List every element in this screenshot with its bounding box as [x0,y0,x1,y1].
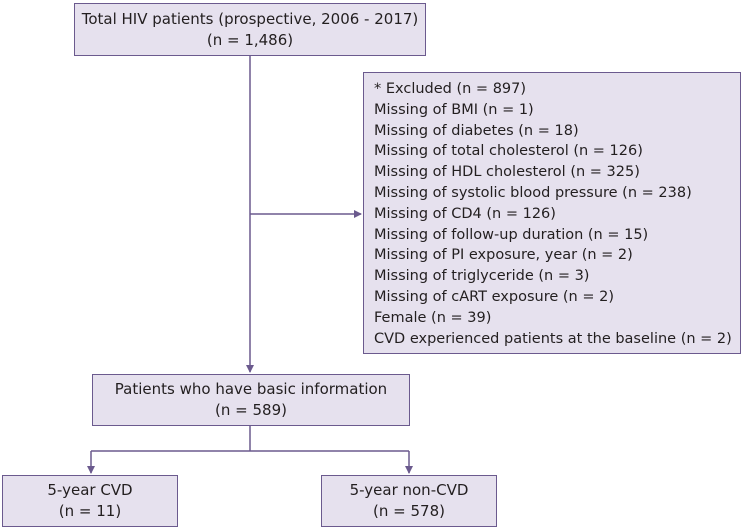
total-patients-count: (n = 1,486) [206,30,294,49]
basic-info-count: (n = 589) [215,401,287,419]
cvd-count: (n = 11) [58,502,122,520]
cvd-label: 5-year CVD [47,481,133,499]
excluded-item: Missing of cART exposure (n = 2) [374,288,614,305]
basic-info-label: Patients who have basic information [114,380,388,398]
total-patients-label: Total HIV patients (prospective, 2006 - … [81,9,419,28]
excluded-item: Missing of triglyceride (n = 3) [374,268,590,285]
basic-info-box: Patients who have basic information (n =… [92,374,410,426]
excluded-item: Missing of CD4 (n = 126) [374,205,556,222]
excluded-item: Missing of BMI (n = 1) [374,101,534,118]
cvd-box: 5-year CVD (n = 11) [2,475,178,527]
excluded-item: Missing of diabetes (n = 18) [374,122,579,139]
excluded-item: Missing of total cholesterol (n = 126) [374,143,643,160]
non-cvd-label: 5-year non-CVD [349,481,469,499]
excluded-item: Female (n = 39) [374,309,492,326]
excluded-item: CVD experienced patients at the baseline… [374,330,732,347]
excluded-item: Missing of HDL cholesterol (n = 325) [374,164,640,181]
non-cvd-box: 5-year non-CVD (n = 578) [321,475,497,527]
excluded-item: Missing of PI exposure, year (n = 2) [374,247,633,264]
non-cvd-count: (n = 578) [373,502,445,520]
total-patients-box: Total HIV patients (prospective, 2006 - … [74,3,426,56]
excluded-box: * Excluded (n = 897) Missing of BMI (n =… [363,72,741,354]
excluded-heading: * Excluded (n = 897) [374,81,527,97]
excluded-item: Missing of follow-up duration (n = 15) [374,226,649,243]
excluded-item: Missing of systolic blood pressure (n = … [374,184,692,201]
